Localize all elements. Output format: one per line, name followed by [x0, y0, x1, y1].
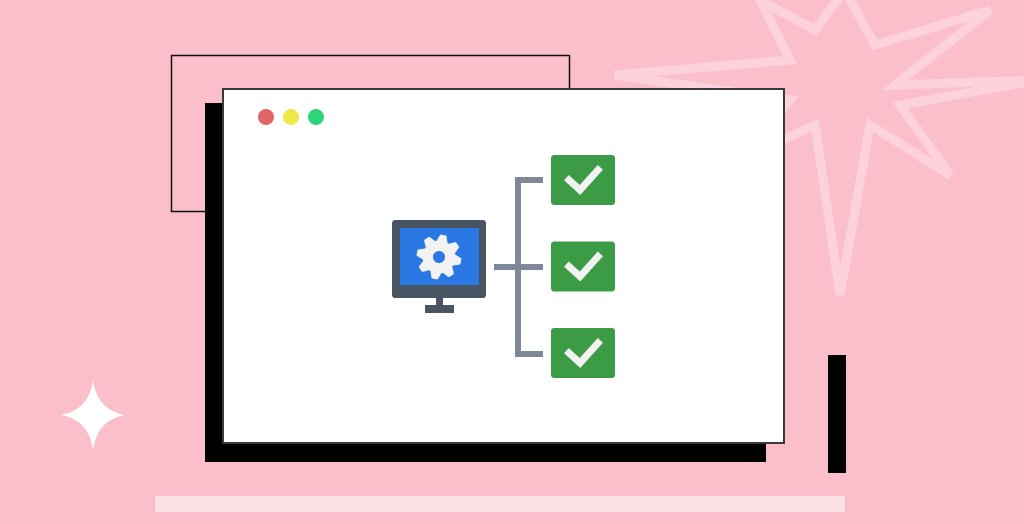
checklist-item — [551, 328, 615, 378]
decorative-star-outline — [614, 0, 1024, 296]
window-close-button[interactable] — [258, 109, 274, 125]
check-icon — [564, 338, 603, 368]
check-icon — [564, 165, 603, 195]
checklist-item — [551, 241, 615, 292]
checklist-item — [551, 155, 615, 205]
monitor-icon — [392, 220, 486, 313]
check-icon — [564, 251, 603, 282]
decorative-underline — [155, 496, 845, 512]
gear-icon — [416, 234, 462, 280]
window-maximize-button[interactable] — [308, 109, 324, 125]
tree-connector — [494, 177, 543, 357]
decorative-bar — [828, 355, 846, 473]
window-minimize-button[interactable] — [283, 109, 299, 125]
sparkle-icon — [61, 380, 125, 450]
